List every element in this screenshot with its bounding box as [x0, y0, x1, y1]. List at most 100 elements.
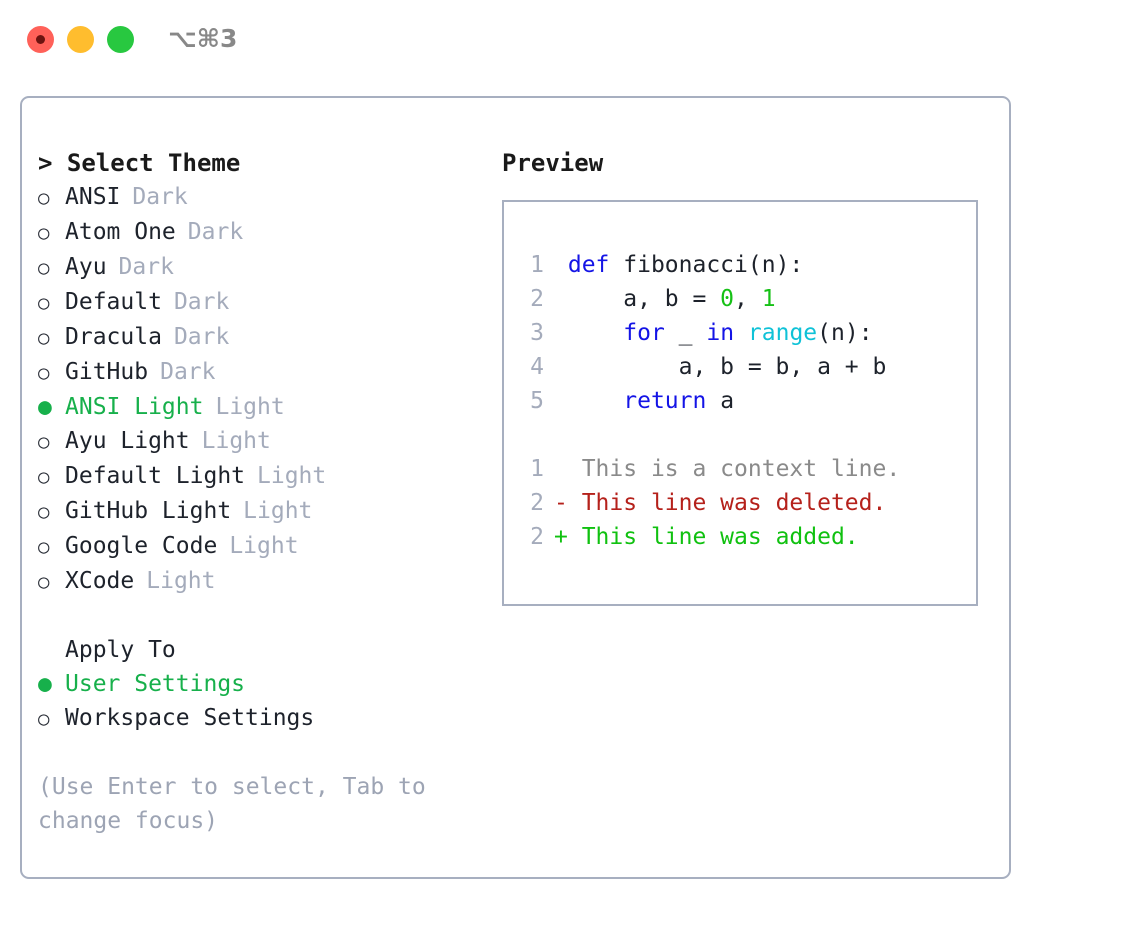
section-spacer — [38, 599, 488, 633]
code-token: , — [734, 286, 762, 312]
theme-option-label: Dracula — [65, 324, 162, 350]
code-token: _ — [664, 320, 707, 346]
apply-to-user-settings[interactable]: ●User Settings — [38, 667, 488, 701]
code-token: a, b = b, a + b — [554, 354, 887, 380]
radio-selected-icon: ● — [38, 671, 52, 697]
preview-panel: Preview 1 def fibonacci(n): 2 a, b = 0, … — [502, 146, 992, 606]
code-token — [554, 320, 623, 346]
line-number: 1 — [530, 252, 544, 278]
theme-option-github-light[interactable]: ○ GitHub Light Light — [38, 494, 488, 529]
code-token: a, b = — [554, 286, 721, 312]
radio-unselected-icon: ○ — [38, 571, 50, 593]
theme-option-xcode[interactable]: ○ XCode Light — [38, 564, 488, 599]
code-line: 3 for _ in range(n): — [504, 316, 976, 350]
radio-unselected-icon: ○ — [38, 431, 50, 453]
maximize-button[interactable] — [107, 26, 134, 53]
theme-option-variant: Light — [146, 568, 216, 594]
theme-option-label: Default — [65, 289, 162, 315]
theme-option-variant: Dark — [187, 219, 244, 245]
line-number: 2 — [530, 490, 544, 516]
close-button[interactable] — [27, 26, 54, 53]
code-token: fibonacci(n): — [609, 252, 804, 278]
theme-option-ayu-light[interactable]: ○ Ayu Light Light — [38, 424, 488, 459]
diff-text: This line was deleted. — [581, 490, 887, 516]
code-token — [554, 252, 568, 278]
code-line: 2 a, b = 0, 1 — [504, 282, 976, 316]
theme-option-variant: Dark — [160, 359, 216, 385]
theme-option-label: Ayu — [65, 254, 107, 280]
title-bar: ⌥⌘3 — [0, 0, 1140, 80]
code-token — [554, 388, 623, 414]
diff-prefix: - — [554, 490, 582, 516]
code-line: 4 a, b = b, a + b — [504, 350, 976, 384]
theme-option-label: Google Code — [65, 533, 218, 559]
theme-option-label: Atom One — [65, 219, 176, 245]
theme-option-variant: Light — [257, 463, 327, 489]
radio-unselected-icon: ○ — [38, 362, 50, 384]
code-line: 1 def fibonacci(n): — [504, 248, 976, 282]
theme-option-default-light[interactable]: ○ Default Light Light — [38, 459, 488, 494]
radio-unselected-icon: ○ — [38, 536, 50, 558]
apply-to-option-list: ●User Settings ○Workspace Settings — [38, 667, 488, 736]
code-token: a — [706, 388, 735, 414]
theme-option-ayu[interactable]: ○ Ayu Dark — [38, 250, 488, 285]
radio-unselected-icon: ○ — [38, 187, 50, 209]
theme-option-variant: Dark — [173, 289, 230, 315]
keyboard-hint-text: (Use Enter to select, Tab to change focu… — [38, 774, 440, 834]
code-line: 5 return a — [504, 384, 976, 418]
diff-line-added: 2+ This line was added. — [504, 520, 976, 554]
minimize-button[interactable] — [67, 26, 94, 53]
radio-unselected-icon: ○ — [38, 292, 50, 314]
theme-option-ansi[interactable]: ○ ANSI Dark — [38, 180, 488, 215]
radio-unselected-icon: ○ — [38, 327, 50, 349]
theme-option-variant: Light — [243, 498, 313, 524]
preview-heading: Preview — [502, 149, 604, 177]
theme-option-github[interactable]: ○ GitHub Dark — [38, 355, 488, 390]
radio-unselected-icon: ○ — [38, 501, 50, 523]
theme-option-label: XCode — [65, 568, 135, 594]
theme-option-variant: Light — [229, 533, 299, 559]
diff-line-deleted: 2- This line was deleted. — [504, 486, 976, 520]
line-number: 2 — [530, 524, 544, 550]
theme-option-default[interactable]: ○ Default Dark — [38, 285, 488, 320]
diff-text: This line was added. — [581, 524, 859, 550]
theme-option-label: Default Light — [65, 463, 246, 489]
theme-option-label: GitHub — [65, 359, 149, 385]
diff-prefix — [554, 456, 582, 482]
traffic-lights — [27, 26, 134, 53]
theme-option-label: GitHub Light — [65, 498, 232, 524]
code-token-number: 1 — [761, 286, 776, 312]
theme-option-label: ANSI — [65, 184, 121, 210]
theme-option-google-code[interactable]: ○ Google Code Light — [38, 529, 488, 564]
code-token-keyword: for — [623, 320, 665, 346]
line-number: 1 — [530, 456, 544, 482]
theme-option-variant: Light — [201, 428, 271, 454]
radio-unselected-icon: ○ — [38, 257, 50, 279]
preview-code-box: 1 def fibonacci(n): 2 a, b = 0, 1 3 for … — [502, 200, 978, 606]
code-token-keyword: return — [623, 388, 707, 414]
apply-to-heading: Apply To — [65, 637, 176, 663]
code-token-keyword: def — [567, 252, 610, 278]
diff-line-context: 1 This is a context line. — [504, 452, 976, 486]
hint-spacer — [38, 736, 488, 770]
radio-unselected-icon: ○ — [38, 708, 50, 730]
diff-text: This is a context line. — [581, 456, 901, 482]
theme-option-label: Ayu Light — [65, 428, 190, 454]
theme-option-variant: Dark — [118, 254, 174, 280]
code-blank-line — [504, 418, 976, 452]
theme-option-variant: Light — [215, 394, 285, 420]
apply-to-workspace-settings[interactable]: ○Workspace Settings — [38, 701, 488, 736]
code-token-keyword: in — [706, 320, 735, 346]
theme-option-variant: Dark — [132, 184, 188, 210]
radio-unselected-icon: ○ — [38, 466, 50, 488]
code-token — [734, 320, 748, 346]
code-token-number: 0 — [720, 286, 735, 312]
